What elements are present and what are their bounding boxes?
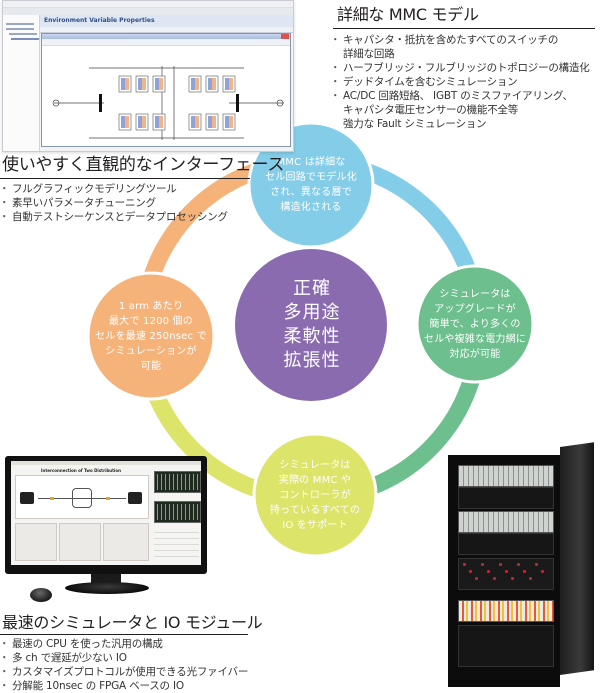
software-screenshot: Environment Variable Properties — [2, 0, 294, 152]
led-indicator — [487, 570, 490, 573]
bullet-item: キャパシタ・抵抗を含めたすべてのスイッチの 詳細な回路 — [330, 33, 598, 61]
simulator-io-title: 最速のシミュレータと IO モジュール — [2, 613, 263, 632]
monitor-bezel: Interconnection of Two Distribution Netw… — [5, 456, 207, 574]
ring-center — [235, 249, 387, 401]
led-indicator — [511, 577, 514, 580]
ring-center-text: 正確 多用途 柔軟性 拡張性 — [283, 278, 341, 371]
rack-unit-io-1 — [458, 465, 554, 487]
led-indicator — [499, 563, 502, 566]
bullet-item: 分解能 10nsec の FPGA ベースの IO — [0, 679, 302, 693]
rack-unit-fpga — [458, 558, 554, 590]
bullet-item: デッドタイムを含むシミュレーション — [330, 75, 598, 89]
mouse-device — [30, 588, 52, 602]
simulator-io-rule — [0, 634, 248, 635]
led-indicator — [463, 563, 466, 566]
close-icon — [281, 34, 289, 39]
simulator-rack-image — [448, 442, 594, 689]
right-side-panel — [59, 523, 101, 561]
menu-bar — [3, 1, 293, 8]
led-indicator — [529, 577, 532, 580]
model-editor-window — [41, 33, 291, 147]
ring-node-left-text: 1 arm あたり 最大で 1200 個の セルを最速 250nsec で シミ… — [95, 300, 207, 372]
ring-node-bottom-text: シミュレータは 実際の MMC や コントローラが 持っているすべての IO を… — [269, 459, 361, 531]
mmc-model-title: 詳細な MMC モデル — [337, 5, 479, 24]
rack-front — [448, 455, 560, 687]
rack-unit-chassis-1 — [458, 487, 554, 509]
bullet-item: 自動テストシーケンスとデータプロセッシング — [0, 210, 262, 224]
simulator-io-bullets: 最速の CPU を使った汎用の構成 多 ch で遅延が少ない IO カスタマイズ… — [0, 637, 302, 693]
led-indicator — [505, 570, 508, 573]
led-indicator — [469, 570, 472, 573]
rack-unit-terminal-block — [458, 600, 554, 622]
bullet-item: AC/DC 回路短絡、 IGBT のミスファイアリング、 キャパシタ電圧センサー… — [330, 89, 598, 131]
led-indicator — [523, 570, 526, 573]
screen-title: Interconnection of Two Distribution Netw… — [41, 468, 121, 473]
monitor-neck — [91, 574, 121, 584]
rack-unit-chassis-2 — [458, 533, 554, 555]
rack-unit-io-2 — [458, 511, 554, 533]
properties-tabs — [40, 27, 293, 33]
bullet-item: フルグラフィックモデリングツール — [0, 182, 262, 196]
interface-rule — [0, 178, 250, 179]
mmc-model-rule — [333, 28, 595, 29]
circuit-panel — [15, 475, 149, 519]
ring-node-top-text: MMC は詳細な セル回路でモデル化 され、異なる層で 構造化される — [265, 157, 357, 213]
ring-node-bottom — [252, 432, 378, 558]
ring-node-right — [415, 264, 535, 384]
led-indicator — [475, 577, 478, 580]
led-indicator — [535, 563, 538, 566]
monitor-image: Interconnection of Two Distribution Netw… — [5, 456, 207, 596]
ring-node-right-text: シミュレータは アップグレードが 簡単で、より多くの セルや複雑な電力網に 対応… — [424, 288, 526, 360]
led-indicator — [517, 563, 520, 566]
led-indicator — [481, 563, 484, 566]
scope-1 — [154, 471, 201, 493]
mmc-schematic — [52, 66, 284, 140]
bullet-item: カスタマイズプロトコルが使用できる光ファイバー — [0, 665, 302, 679]
fault-control-panel — [103, 523, 149, 561]
bullet-item: ハーフブリッジ・フルブリッジのトポロジーの構造化 — [330, 61, 598, 75]
properties-title: Environment Variable Properties — [44, 17, 155, 24]
bullet-item: 素早いパラメータチューニング — [0, 196, 262, 210]
interface-bullets: フルグラフィックモデリングツール 素早いパラメータチューニング 自動テストシーケ… — [0, 182, 262, 224]
interface-title: 使いやすく直観的なインターフェース — [2, 155, 285, 175]
mmc-model-bullets: キャパシタ・抵抗を含めたすべてのスイッチの 詳細な回路 ハーフブリッジ・フルブリ… — [330, 33, 598, 131]
left-side-panel — [15, 523, 57, 561]
properties-header: Environment Variable Properties — [40, 15, 293, 27]
bullet-item: 多 ch で遅延が少ない IO — [0, 651, 302, 665]
rack-unit-blank — [458, 625, 554, 667]
bullet-item: 最速の CPU を使った汎用の構成 — [0, 637, 302, 651]
ring-node-left — [86, 271, 216, 401]
project-explorer — [3, 15, 40, 151]
monitor-base — [65, 582, 149, 594]
scope-2 — [154, 501, 201, 523]
monitor-screen: Interconnection of Two Distribution Netw… — [11, 461, 201, 565]
led-indicator — [493, 577, 496, 580]
led-indicator — [541, 570, 544, 573]
rack-side-panel — [560, 442, 594, 675]
